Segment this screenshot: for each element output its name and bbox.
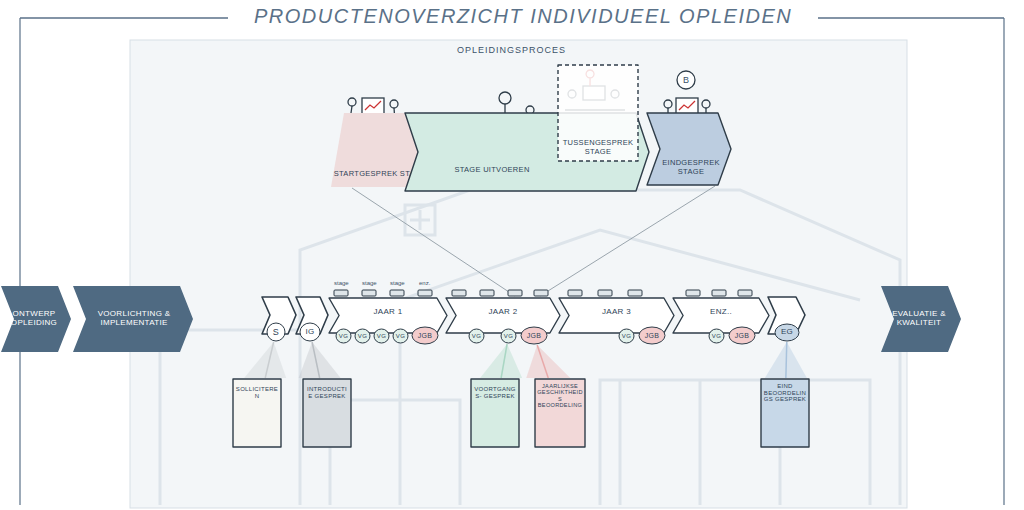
leader-fan	[765, 342, 807, 378]
status-bubble: EG	[774, 323, 800, 342]
leader-connector	[765, 342, 807, 378]
activity-card: VOORTGANGS- GESPREK	[470, 378, 520, 448]
leader-line	[785, 342, 787, 378]
node-text: VG	[622, 333, 631, 340]
process-chevron: JAAR 3VGJGB	[558, 297, 675, 334]
node-text: ENZ..	[710, 308, 732, 317]
node-text: ONTWERP OPLEIDING	[8, 310, 60, 328]
node-text: VG	[712, 333, 721, 340]
node-text: JAAR 1	[374, 308, 403, 317]
activity-card: JAARLIJKSE GESCHIKTHEIDS BEOORDELING	[534, 378, 586, 448]
callout-letter: B	[683, 75, 689, 85]
status-bubble: VG	[468, 328, 485, 344]
activity-card: INTRODUCTIE GESPREK	[302, 378, 352, 448]
status-bubble: VG	[618, 328, 635, 344]
node-text: VG	[358, 333, 367, 340]
node-text: JAAR 3	[602, 308, 631, 317]
node-text: JGB	[418, 332, 433, 340]
node-text: VG	[504, 333, 513, 340]
node-text: VG	[377, 333, 386, 340]
status-bubble: VG	[373, 328, 390, 344]
node-text: EINDGESPREK STAGE	[662, 159, 720, 176]
activity-card: SOLLICITEREN	[232, 378, 282, 448]
status-bubble: IG	[299, 322, 321, 342]
node-text: IG	[305, 328, 314, 337]
status-bubble: VG	[354, 328, 371, 344]
node-text: STAGE UITVOEREN	[454, 166, 529, 174]
status-bubble: JGB	[411, 326, 439, 345]
process-chevron: STAGE UITVOEREN TUSSENGESPREK STAGE	[404, 112, 650, 192]
leader-connector	[244, 342, 286, 378]
node-text: EIND BEOORDELINGS GESPREK	[763, 383, 807, 403]
node-text: EVALUATIE & KWALITEIT	[892, 310, 946, 328]
section-label: OPLEIDINGSPROCES	[457, 45, 566, 55]
node-text: VG	[339, 333, 348, 340]
status-bubble: VG	[708, 328, 725, 344]
status-bubble: VG	[392, 328, 409, 344]
leader-connector	[526, 345, 570, 378]
stage-label: stage	[390, 280, 405, 286]
status-bubble: JGB	[728, 326, 756, 345]
node-text: SOLLICITEREN	[235, 386, 279, 399]
node-text: JGB	[735, 332, 750, 340]
node-text: JGB	[645, 332, 660, 340]
status-bubble: S	[266, 322, 286, 342]
leader-connector	[480, 344, 522, 378]
node-text: VOORLICHTING & IMPLEMENTATIE	[88, 310, 180, 328]
stage-label: stage	[334, 280, 349, 286]
process-chevron: ENZ..VGJGB	[672, 297, 770, 334]
node-text: JGB	[527, 332, 542, 340]
node-text: VG	[472, 333, 481, 340]
leader-fan	[526, 345, 570, 378]
node-text: JAARLIJKSE GESCHIKTHEIDS BEOORDELING	[537, 383, 583, 408]
process-chevron: JAAR 1VGVGVGVGJGB	[328, 297, 448, 334]
node-text: TUSSENGESPREK STAGE	[560, 139, 636, 156]
status-bubble: JGB	[520, 326, 548, 345]
process-chevron: ONTWERP OPLEIDING	[0, 285, 72, 353]
process-chevron: EINDGESPREK STAGE	[646, 112, 732, 186]
stage-label: stage	[362, 280, 377, 286]
node-text: VOORTGANGS- GESPREK	[473, 386, 517, 399]
node-text: INTRODUCTIE GESPREK	[305, 386, 349, 399]
leader-fan	[244, 342, 286, 378]
leader-fan	[480, 344, 522, 378]
leader-line	[537, 345, 548, 378]
activity-card: EIND BEOORDELINGS GESPREK	[760, 378, 810, 448]
leader-connector	[299, 342, 341, 378]
node-text: VG	[396, 333, 405, 340]
node-text: S	[273, 327, 279, 337]
node-text: JAAR 2	[489, 308, 518, 317]
diagram-title: PRODUCTENOVERZICHT INDIVIDUEEL OPLEIDEN	[248, 5, 798, 28]
leader-line	[265, 342, 273, 378]
leader-fan	[299, 342, 341, 378]
stage-label: enz.	[419, 280, 430, 286]
status-bubble: VG	[500, 328, 517, 344]
status-bubble: VG	[335, 328, 352, 344]
process-chevron: TUSSENGESPREK STAGE	[557, 64, 639, 162]
status-bubble: JGB	[638, 326, 666, 345]
leader-line	[312, 342, 320, 378]
process-chevron: EVALUATIE & KWALITEIT	[880, 285, 962, 353]
process-chevron: VOORLICHTING & IMPLEMENTATIE	[72, 285, 194, 353]
leader-line	[501, 344, 507, 378]
node-text: EG	[781, 328, 793, 337]
process-chevron: JAAR 2VGVGJGB	[445, 297, 561, 334]
